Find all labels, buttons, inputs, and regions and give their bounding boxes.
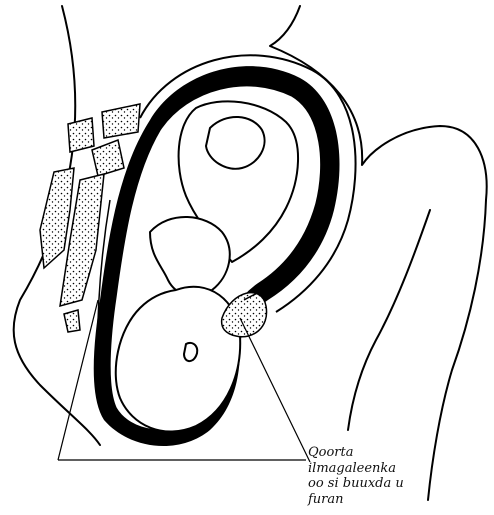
pointer-line-right bbox=[240, 318, 310, 462]
vertebra-2 bbox=[68, 118, 94, 152]
coccyx-tip bbox=[64, 310, 80, 332]
annotation-line-3: oo si buuxda u bbox=[308, 476, 488, 492]
annotation-line-2: ilmagaleenka bbox=[308, 461, 488, 477]
vertebra-3 bbox=[92, 140, 124, 176]
annotation-line-1: Qoorta bbox=[308, 445, 488, 461]
cervix-annotation-label: Qoorta ilmagaleenka oo si buuxda u furan bbox=[308, 445, 488, 507]
baby-leg bbox=[206, 117, 265, 169]
thigh-inner bbox=[348, 210, 430, 430]
annotation-line-4: furan bbox=[308, 492, 488, 508]
vertebra-1 bbox=[102, 104, 140, 138]
baby-ear bbox=[184, 343, 197, 361]
